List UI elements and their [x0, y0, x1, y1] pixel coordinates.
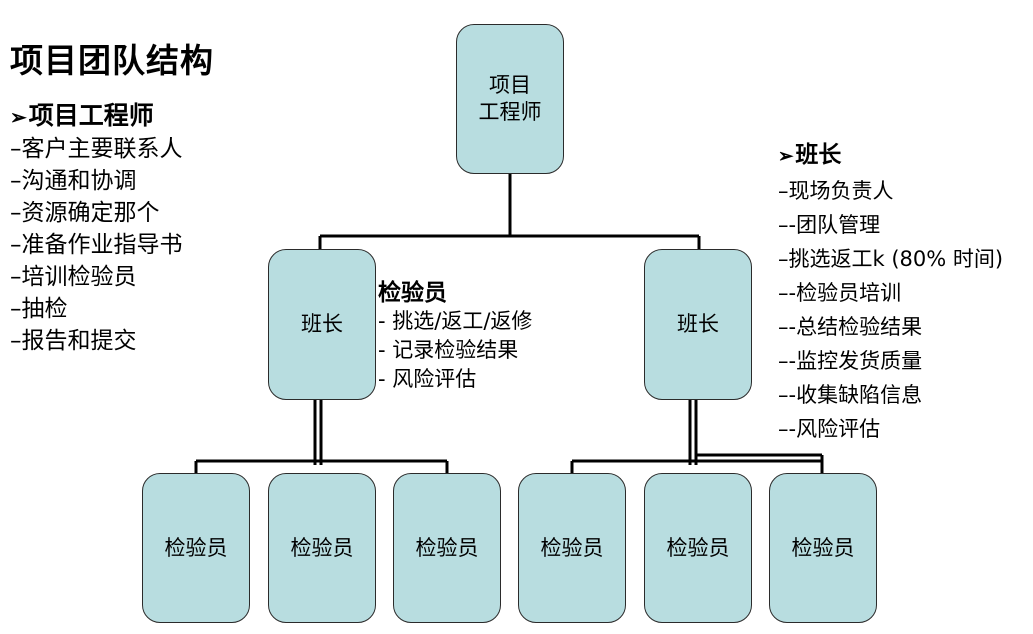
org-node-project-engineer: 项目 工程师	[456, 24, 564, 174]
inspector-duties-heading: 检验员	[378, 279, 447, 306]
engineer-duties-heading: ➢项目工程师	[10, 100, 183, 133]
leader-duties-heading: ➢班长	[778, 138, 1003, 174]
node-label: 检验员	[540, 535, 604, 560]
org-node-inspector: 检验员	[769, 473, 877, 623]
list-item: –培训检验员	[10, 264, 137, 290]
node-label: 检验员	[666, 535, 730, 560]
org-node-leader-left: 班长	[268, 249, 376, 400]
leader-duties: ➢班长 –现场负责人 –-团队管理 –挑选返工k (80% 时间) –-检验员培…	[778, 138, 1003, 446]
list-item: –客户主要联系人	[10, 136, 183, 162]
org-node-inspector: 检验员	[644, 473, 752, 623]
inspector-duties: 检验员 - 挑选/返工/返修 - 记录检验结果 - 风险评估	[378, 278, 532, 394]
list-item: –沟通和协调	[10, 168, 137, 194]
engineer-heading-text: 项目工程师	[28, 101, 154, 130]
node-label: 班长	[301, 312, 343, 336]
list-item: –报告和提交	[10, 328, 137, 354]
list-item: –-总结检验结果	[778, 315, 923, 339]
node-label: 检验员	[415, 535, 479, 560]
org-node-leader-right: 班长	[644, 249, 752, 400]
list-item: –-风险评估	[778, 417, 881, 441]
node-label: 检验员	[290, 535, 354, 560]
engineer-duties: ➢项目工程师 –客户主要联系人 –沟通和协调 –资源确定那个 –准备作业指导书 …	[10, 100, 183, 357]
list-item: –-监控发货质量	[778, 349, 923, 373]
node-label: 检验员	[791, 535, 855, 560]
list-item: –-检验员培训	[778, 281, 902, 305]
list-item: –资源确定那个	[10, 200, 160, 226]
org-node-inspector: 检验员	[518, 473, 626, 623]
list-item: –现场负责人	[778, 179, 894, 203]
node-label-line2: 工程师	[478, 100, 542, 124]
page-title: 项目团队结构	[10, 41, 214, 80]
list-item: –挑选返工k (80% 时间)	[778, 247, 1004, 271]
arrow-bullet-icon: ➢	[778, 146, 794, 167]
org-node-inspector: 检验员	[142, 473, 250, 623]
list-item: - 挑选/返工/返修	[378, 309, 533, 333]
node-label: 班长	[677, 312, 719, 336]
list-item: - 记录检验结果	[378, 338, 519, 362]
list-item: –准备作业指导书	[10, 232, 183, 258]
arrow-bullet-icon: ➢	[10, 105, 27, 129]
list-item: –-收集缺陷信息	[778, 383, 923, 407]
leader-heading-text: 班长	[795, 141, 842, 168]
list-item: –抽检	[10, 296, 68, 322]
org-node-inspector: 检验员	[268, 473, 376, 623]
node-label: 检验员	[164, 535, 228, 560]
org-node-inspector: 检验员	[393, 473, 501, 623]
list-item: - 风险评估	[378, 367, 477, 391]
list-item: –-团队管理	[778, 213, 881, 237]
node-label-line1: 项目	[489, 73, 531, 97]
